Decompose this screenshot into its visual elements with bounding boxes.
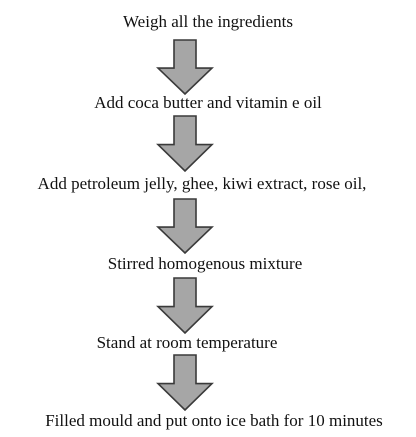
step-filled-mould: Filled mould and put onto ice bath for 1… bbox=[45, 411, 383, 430]
down-arrow-icon-1 bbox=[156, 39, 214, 96]
step-add-coca-butter: Add coca butter and vitamin e oil bbox=[94, 93, 322, 112]
step-stand-room-temperature: Stand at room temperature bbox=[96, 333, 278, 352]
down-arrow-icon-3 bbox=[156, 198, 214, 255]
down-arrow-icon-4 bbox=[156, 277, 214, 335]
down-arrow-icon-5 bbox=[156, 354, 214, 412]
step-add-petroleum-jelly: Add petroleum jelly, ghee, kiwi extract,… bbox=[37, 174, 367, 193]
step-stirred-mixture: Stirred homogenous mixture bbox=[107, 254, 303, 273]
step-weigh-ingredients: Weigh all the ingredients bbox=[123, 12, 293, 31]
down-arrow-icon-2 bbox=[156, 115, 214, 173]
